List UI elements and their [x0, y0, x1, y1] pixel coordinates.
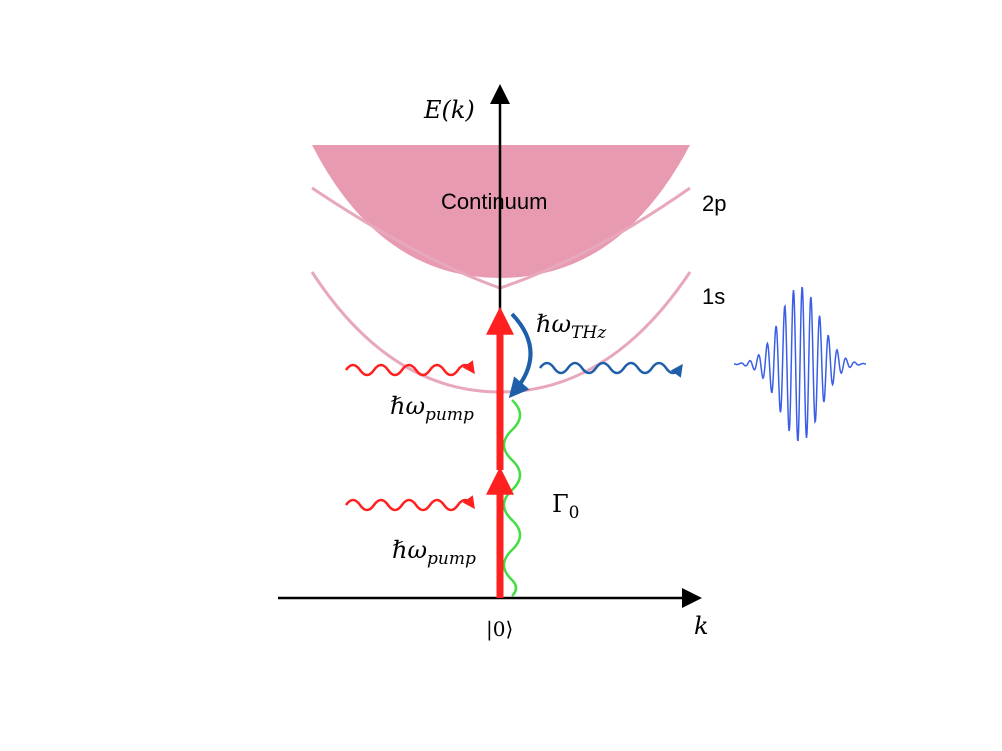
wave-packet-icon	[733, 286, 867, 442]
decay-wavy-line	[502, 399, 522, 597]
ground-state-label: |0⟩	[486, 617, 513, 642]
energy-axis-label: E(k)	[423, 96, 475, 124]
wavy-photon-icon	[538, 361, 683, 378]
band-1s-label: 1s	[702, 284, 725, 309]
pump-label-lower: ℏωpump	[392, 536, 476, 569]
pump-label-upper: ℏωpump	[390, 392, 474, 425]
wavy-photon-icon	[344, 495, 475, 512]
continuum-label: Continuum	[441, 189, 547, 214]
band-2p-label: 2p	[702, 191, 726, 216]
wavy-photon-icon	[344, 360, 475, 377]
thz-transition-arrow	[508, 312, 533, 399]
thz-label: ℏωTHz	[536, 310, 607, 343]
momentum-axis-label: k	[694, 612, 709, 640]
decay-label: Γ0	[552, 490, 579, 523]
